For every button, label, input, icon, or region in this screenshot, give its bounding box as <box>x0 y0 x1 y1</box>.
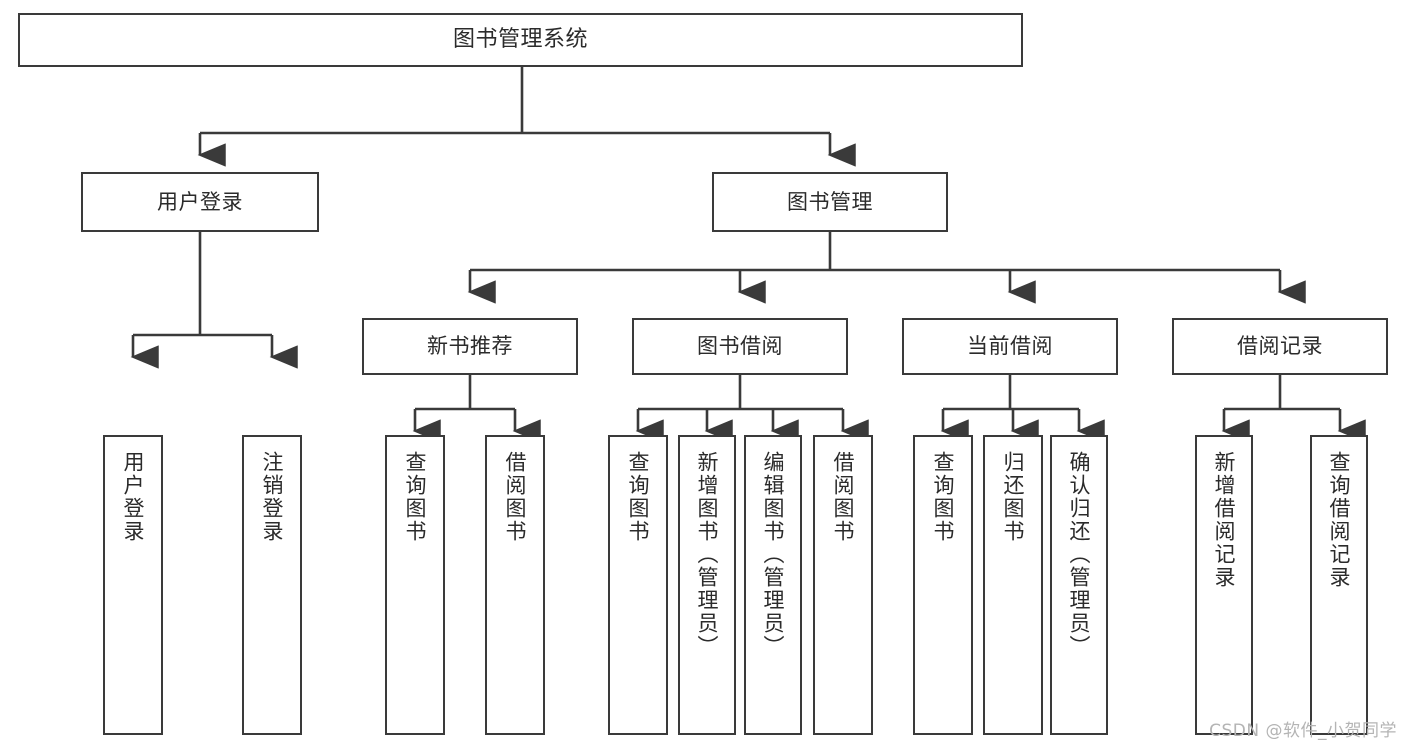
node-label: 借阅记录 <box>1237 334 1323 359</box>
node-leaf-borrow-book-2[interactable]: 借阅图书 <box>813 435 873 735</box>
node-leaf-add-borrow-record[interactable]: 新增借阅记录 <box>1195 435 1253 735</box>
node-label: 新书推荐 <box>427 334 513 359</box>
node-label: 查询图书 <box>931 451 956 543</box>
node-book-borrow[interactable]: 图书借阅 <box>632 318 848 375</box>
node-label: 用户登录 <box>121 451 146 543</box>
node-label: 查询借阅记录 <box>1327 451 1352 589</box>
node-borrow-record[interactable]: 借阅记录 <box>1172 318 1388 375</box>
node-new-book-recommendation[interactable]: 新书推荐 <box>362 318 578 375</box>
node-label: 编辑图书（管理员） <box>761 451 786 658</box>
node-leaf-query-book-1[interactable]: 查询图书 <box>385 435 445 735</box>
node-label: 查询图书 <box>403 451 428 543</box>
node-leaf-user-login[interactable]: 用户登录 <box>103 435 163 735</box>
node-leaf-query-book-3[interactable]: 查询图书 <box>913 435 973 735</box>
node-leaf-borrow-book-1[interactable]: 借阅图书 <box>485 435 545 735</box>
node-leaf-add-book[interactable]: 新增图书（管理员） <box>678 435 736 735</box>
node-label: 查询图书 <box>626 451 651 543</box>
node-label: 图书管理系统 <box>452 27 588 53</box>
node-label: 归还图书 <box>1001 451 1026 543</box>
node-label: 当前借阅 <box>967 334 1053 359</box>
watermark: CSDN @软件_小贺同学 <box>1209 721 1397 741</box>
node-current-borrow[interactable]: 当前借阅 <box>902 318 1118 375</box>
node-leaf-query-borrow-record[interactable]: 查询借阅记录 <box>1310 435 1368 735</box>
node-label: 新增图书（管理员） <box>695 451 720 658</box>
node-user-login[interactable]: 用户登录 <box>81 172 319 232</box>
node-label: 借阅图书 <box>503 451 528 543</box>
node-leaf-confirm-return[interactable]: 确认归还（管理员） <box>1050 435 1108 735</box>
node-label: 新增借阅记录 <box>1212 451 1237 589</box>
node-label: 确认归还（管理员） <box>1067 451 1092 658</box>
node-book-management[interactable]: 图书管理 <box>712 172 948 232</box>
node-label: 用户登录 <box>157 189 243 214</box>
node-label: 注销登录 <box>260 451 285 543</box>
node-label: 图书借阅 <box>697 334 783 359</box>
node-label: 图书管理 <box>787 189 873 214</box>
node-label: 借阅图书 <box>831 451 856 543</box>
node-root[interactable]: 图书管理系统 <box>18 13 1023 67</box>
node-leaf-return-book[interactable]: 归还图书 <box>983 435 1043 735</box>
node-leaf-edit-book[interactable]: 编辑图书（管理员） <box>744 435 802 735</box>
node-leaf-user-logout[interactable]: 注销登录 <box>242 435 302 735</box>
node-leaf-query-book-2[interactable]: 查询图书 <box>608 435 668 735</box>
